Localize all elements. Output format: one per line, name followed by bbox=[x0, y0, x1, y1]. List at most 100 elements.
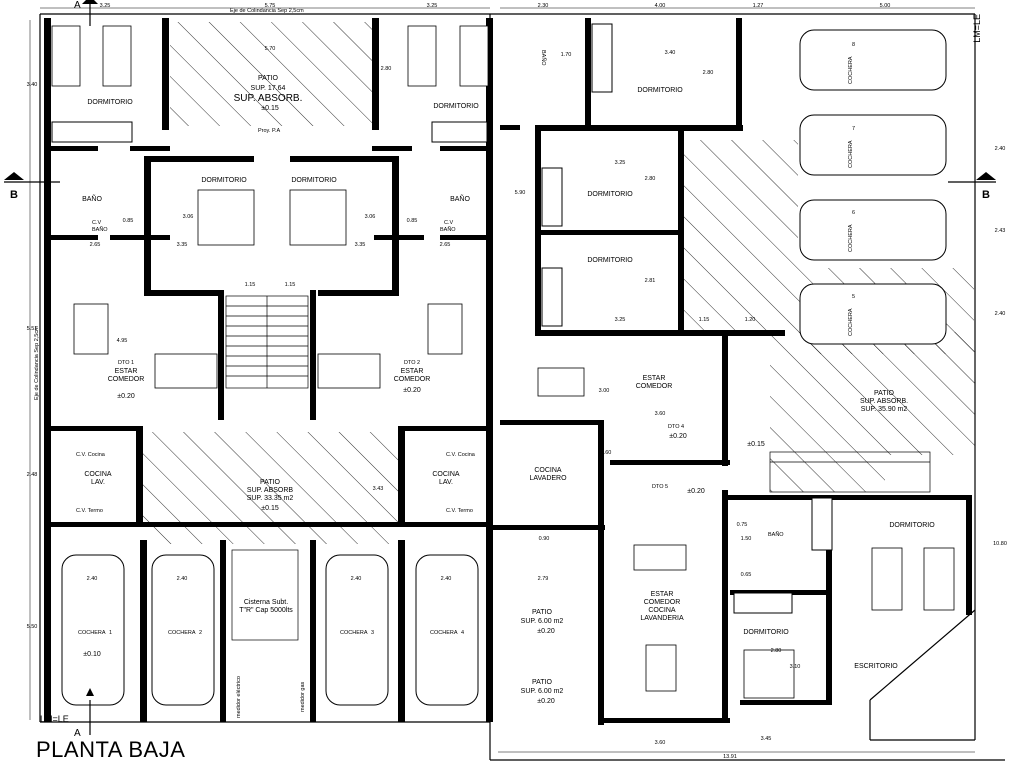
dim-380: 3.80 bbox=[541, 420, 552, 426]
dim-345: 3.45 bbox=[761, 736, 772, 742]
cv-bano-1: C.V bbox=[92, 220, 102, 226]
dim-400: 4.00 bbox=[655, 3, 666, 9]
cochera-2-num: 2 bbox=[199, 630, 202, 636]
dim-310: 3.10 bbox=[790, 664, 801, 670]
dto2-tag: DTO 2 bbox=[404, 360, 420, 366]
cochera-2: COCHERA bbox=[168, 630, 196, 636]
cochera-3: COCHERA bbox=[340, 630, 368, 636]
patio2-sup: SUP. 33.35 m2 bbox=[247, 495, 294, 502]
dim-590: 5.90 bbox=[515, 190, 526, 196]
dto4-tag: DTO 4 bbox=[668, 424, 684, 430]
dim-240-e: 2.40 bbox=[995, 146, 1006, 152]
dto2-level: ±0.20 bbox=[403, 387, 421, 394]
room-bano-1: BAÑO bbox=[82, 194, 102, 203]
proy-pa: Proy. P.A bbox=[258, 128, 280, 134]
dim-343: 3.43 bbox=[373, 486, 384, 492]
cv-termo-2: C.V. Termo bbox=[446, 508, 473, 514]
cochera-5: COCHERA bbox=[848, 308, 854, 336]
cochera-3-num: 3 bbox=[371, 630, 374, 636]
cochera-4: COCHERA bbox=[430, 630, 458, 636]
patio5-sup: SUP. 35.90 m2 bbox=[861, 406, 908, 413]
section-markers bbox=[4, 0, 996, 735]
room-dormitorio-6: DORMITORIO bbox=[587, 191, 633, 198]
dim-340-left: 3.40 bbox=[27, 82, 38, 88]
dim-335-a: 3.35 bbox=[177, 242, 188, 248]
room-dormitorio-4: DORMITORIO bbox=[291, 177, 337, 184]
room-dormitorio-8: DORMITORIO bbox=[889, 522, 935, 529]
dim-170: 1.70 bbox=[561, 52, 572, 58]
ecl-comedor: COMEDOR bbox=[644, 599, 681, 606]
furniture bbox=[51, 25, 955, 699]
dim-280-a: 2.80 bbox=[381, 66, 392, 72]
boundary-label-side: Eje de Colindancia Sep 2,5cm bbox=[34, 326, 40, 400]
section-b-left: B bbox=[10, 189, 18, 201]
cv-cocina-1: C.V. Cocina bbox=[76, 452, 106, 458]
cochera-7: COCHERA bbox=[848, 140, 854, 168]
patio2-absorb: SUP. ABSORB bbox=[247, 487, 294, 494]
dim-115-c: 1.15 bbox=[699, 317, 710, 323]
dto1-level: ±0.20 bbox=[117, 393, 135, 400]
dto2-comedor: COMEDOR bbox=[394, 376, 431, 383]
cochera-8: COCHERA bbox=[848, 56, 854, 84]
cochera-7-num: 7 bbox=[852, 126, 855, 132]
dim-500: 5.00 bbox=[880, 3, 891, 9]
dim-281: 2.81 bbox=[645, 278, 656, 284]
dim-335-b: 3.35 bbox=[355, 242, 366, 248]
cocina-lavadero-b: LAVADERO bbox=[529, 475, 567, 482]
lav-1: LAV. bbox=[91, 479, 105, 486]
patio3-title: PATIO bbox=[532, 609, 553, 616]
patio5-absorb: SUP. ABSORB. bbox=[860, 398, 908, 405]
boundary-label: Eje de Colindancia Sep 2,5cm bbox=[230, 8, 304, 14]
patio3-level: ±0.20 bbox=[537, 628, 555, 635]
medidor-electrico: medidor eléctrico bbox=[236, 676, 242, 718]
dim-575: 5.75 bbox=[265, 3, 276, 9]
room-dormitorio-2: DORMITORIO bbox=[433, 103, 479, 110]
ecl-cocina: COCINA bbox=[648, 607, 676, 614]
cochera-1-num: 1 bbox=[109, 630, 112, 636]
dim-075: 0.75 bbox=[737, 522, 748, 528]
cochera-5-num: 5 bbox=[852, 294, 855, 300]
dim-300: 3.00 bbox=[599, 388, 610, 394]
dimension-lines bbox=[29, 7, 975, 753]
dim-279: 2.79 bbox=[538, 576, 549, 582]
dim-165: 1.65 bbox=[575, 420, 586, 426]
dto4-comedor: COMEDOR bbox=[636, 383, 673, 390]
labels: A A B B Eje de Colindancia Sep 2,5cm Eje… bbox=[10, 0, 1007, 760]
dim-084: 0.84 bbox=[513, 420, 524, 426]
lm-le-label-bottom: LM=LE bbox=[40, 714, 69, 724]
dto2-estar: ESTAR bbox=[401, 368, 424, 375]
dim-240-a: 2.40 bbox=[87, 576, 98, 582]
dim-240-c: 2.40 bbox=[351, 576, 362, 582]
dim-090: 0.90 bbox=[539, 536, 550, 542]
windows bbox=[51, 23, 833, 614]
cochera-1-level: ±0.10 bbox=[83, 651, 101, 658]
dim-306-a: 3.06 bbox=[183, 214, 194, 220]
dim-306-b: 3.06 bbox=[365, 214, 376, 220]
dim-325-a: 3.25 bbox=[100, 3, 111, 9]
cochera-4-num: 4 bbox=[461, 630, 464, 636]
dim-280-c: 2.80 bbox=[645, 176, 656, 182]
cisterna-cap: T"R" Cap 5000lts bbox=[239, 607, 293, 614]
patio4-level: ±0.20 bbox=[537, 698, 555, 705]
cars bbox=[61, 29, 947, 706]
dim-325-b: 3.25 bbox=[427, 3, 438, 9]
walls bbox=[44, 18, 972, 725]
dim-551: 5.51 bbox=[27, 326, 38, 332]
patio5-level-015: ±0.15 bbox=[747, 441, 765, 448]
dim-127: 1.27 bbox=[753, 3, 764, 9]
patio2-level: ±0.15 bbox=[261, 505, 279, 512]
patio1-level: ±0.15 bbox=[261, 105, 279, 112]
dim-325-c: 3.25 bbox=[615, 160, 626, 166]
dto5-tag: DTO 5 bbox=[652, 484, 668, 490]
patio3-sup: SUP. 6.00 m2 bbox=[521, 618, 564, 625]
section-b-right: B bbox=[982, 189, 990, 201]
patio4-title: PATIO bbox=[532, 679, 553, 686]
cochera-1: COCHERA bbox=[78, 630, 106, 636]
patio2-title: PATIO bbox=[260, 479, 281, 486]
patio-1-hatch bbox=[170, 22, 372, 126]
ecl-lavanderia: LAVANDERIA bbox=[640, 615, 684, 622]
room-dormitorio-5: DORMITORIO bbox=[637, 87, 683, 94]
room-dormitorio-7: DORMITORIO bbox=[587, 257, 633, 264]
lm-le-label-side: LM=LE bbox=[972, 14, 982, 43]
